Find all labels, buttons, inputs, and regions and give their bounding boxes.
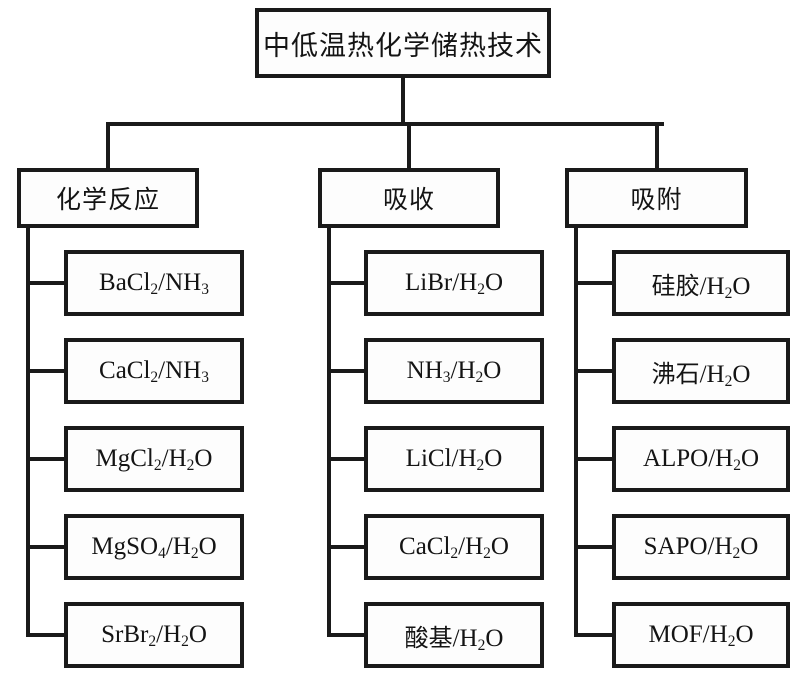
leaf-node-libr-h2o[interactable]: LiBr/H2O bbox=[364, 250, 544, 316]
leaf-stub-libr-h2o bbox=[327, 281, 368, 285]
spine-line-adsorption bbox=[574, 228, 578, 637]
leaf-label: MgSO4/H2O bbox=[91, 533, 217, 563]
leaf-label: BaCl2/NH3 bbox=[99, 269, 209, 299]
branch-bus-line bbox=[106, 122, 664, 126]
leaf-label: ALPO/H2O bbox=[642, 445, 760, 475]
leaf-node-nh3-h2o[interactable]: NH3/H2O bbox=[364, 338, 544, 404]
leaf-stub-bacl2-nh3 bbox=[26, 281, 68, 285]
leaf-stub-licl-h2o bbox=[327, 457, 368, 461]
leaf-label: MOF/H2O bbox=[648, 621, 754, 651]
leaf-label: NH3/H2O bbox=[406, 357, 502, 387]
leaf-node-mof-h2o[interactable]: MOF/H2O bbox=[612, 602, 790, 668]
trunk-line bbox=[401, 78, 405, 126]
spine-line-chemical-reaction bbox=[26, 228, 30, 637]
leaf-node-licl-h2o[interactable]: LiCl/H2O bbox=[364, 426, 544, 492]
leaf-node-mgso4-h2o[interactable]: MgSO4/H2O bbox=[64, 514, 244, 580]
leaf-stub-silicagel-h2o bbox=[574, 281, 616, 285]
leaf-node-cacl2-h2o[interactable]: CaCl2/H2O bbox=[364, 514, 544, 580]
leaf-stub-nh3-h2o bbox=[327, 369, 368, 373]
category-label: 吸收 bbox=[382, 186, 435, 214]
leaf-stub-cacl2-nh3 bbox=[26, 369, 68, 373]
leaf-node-srbr2-h2o[interactable]: SrBr2/H2O bbox=[64, 602, 244, 668]
category-node-chemical-reaction[interactable]: 化学反应 bbox=[17, 168, 199, 228]
root-node[interactable]: 中低温热化学储热技术 bbox=[255, 8, 551, 78]
leaf-label: LiBr/H2O bbox=[404, 269, 504, 299]
leaf-node-mgcl2-h2o[interactable]: MgCl2/H2O bbox=[64, 426, 244, 492]
leaf-label: MgCl2/H2O bbox=[95, 445, 213, 475]
category-node-absorption[interactable]: 吸收 bbox=[318, 168, 500, 228]
leaf-stub-srbr2-h2o bbox=[26, 633, 68, 637]
root-label: 中低温热化学储热技术 bbox=[263, 30, 543, 61]
category-node-adsorption[interactable]: 吸附 bbox=[565, 168, 748, 228]
leaf-label: LiCl/H2O bbox=[405, 445, 503, 475]
leaf-stub-zeolite-h2o bbox=[574, 369, 616, 373]
spine-line-absorption bbox=[327, 228, 331, 637]
category-label: 化学反应 bbox=[55, 186, 160, 214]
branch-drop-line-chemical-reaction bbox=[106, 122, 110, 168]
leaf-stub-suanji-h2o bbox=[327, 633, 368, 637]
leaf-stub-sapo-h2o bbox=[574, 545, 616, 549]
leaf-label: 沸石/H2O bbox=[651, 360, 751, 390]
branch-drop-line-absorption bbox=[407, 122, 411, 168]
category-label: 吸附 bbox=[630, 186, 683, 214]
leaf-node-cacl2-nh3[interactable]: CaCl2/NH3 bbox=[64, 338, 244, 404]
leaf-label: CaCl2/NH3 bbox=[99, 357, 209, 387]
leaf-node-bacl2-nh3[interactable]: BaCl2/NH3 bbox=[64, 250, 244, 316]
leaf-node-zeolite-h2o[interactable]: 沸石/H2O bbox=[612, 338, 790, 404]
leaf-node-alpo-h2o[interactable]: ALPO/H2O bbox=[612, 426, 790, 492]
leaf-label: 硅胶/H2O bbox=[651, 272, 751, 302]
leaf-node-sapo-h2o[interactable]: SAPO/H2O bbox=[612, 514, 790, 580]
leaf-node-suanji-h2o[interactable]: 酸基/H2O bbox=[364, 602, 544, 668]
branch-drop-line-adsorption bbox=[655, 122, 659, 168]
leaf-stub-alpo-h2o bbox=[574, 457, 616, 461]
leaf-label: SAPO/H2O bbox=[643, 533, 759, 563]
leaf-stub-mof-h2o bbox=[574, 633, 616, 637]
leaf-label: 酸基/H2O bbox=[404, 624, 504, 654]
leaf-stub-mgso4-h2o bbox=[26, 545, 68, 549]
leaf-node-silicagel-h2o[interactable]: 硅胶/H2O bbox=[612, 250, 790, 316]
leaf-stub-cacl2-h2o bbox=[327, 545, 368, 549]
leaf-label: SrBr2/H2O bbox=[101, 621, 207, 651]
leaf-label: CaCl2/H2O bbox=[399, 533, 509, 563]
leaf-stub-mgcl2-h2o bbox=[26, 457, 68, 461]
